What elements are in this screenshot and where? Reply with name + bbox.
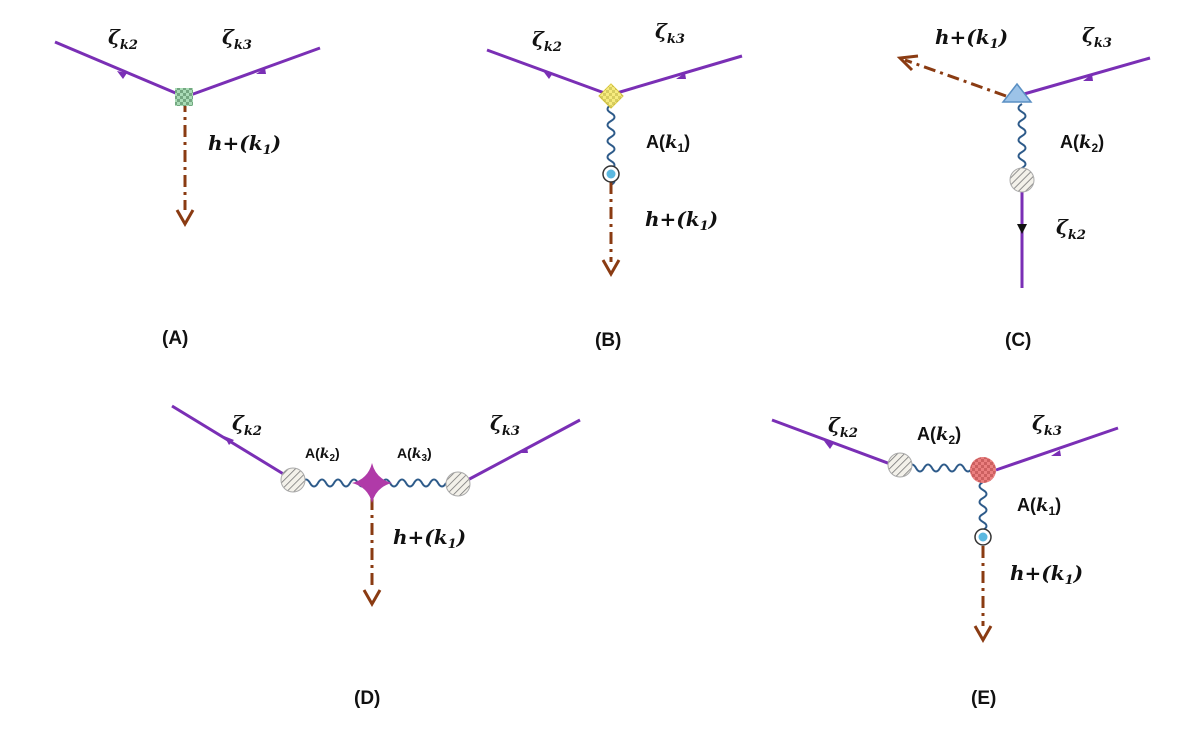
- arrow-head-icon: [224, 436, 234, 445]
- vertex-pattern: [970, 457, 996, 483]
- arrow-head-icon: [824, 441, 834, 449]
- label-zeta-k2: ζk2: [1056, 215, 1086, 243]
- label-h-k1: h+(k1): [645, 207, 718, 234]
- diagram-e: ζk2 ζk3 A(k2) A(k1) h+(k1) (E): [771, 411, 1119, 709]
- label-A-k3: A(k3): [397, 445, 432, 464]
- gauge-spring-k2: [907, 463, 973, 473]
- label-A-k1: A(k1): [1017, 495, 1061, 518]
- graviton-arrow-icon: [362, 589, 382, 608]
- zeta-k2-line: [771, 418, 894, 467]
- caption-d: (D): [354, 688, 380, 709]
- label-h-k1: h+(k1): [393, 525, 466, 552]
- arrow-head-icon: [1017, 224, 1027, 234]
- graviton-arrow-icon: [896, 54, 919, 72]
- source-dot-core: [606, 169, 616, 179]
- label-A-k2: A(k2): [1060, 132, 1104, 155]
- arrow-head-icon: [1083, 74, 1093, 81]
- label-zeta-k3: ζk3: [222, 25, 252, 53]
- arrow-head-icon: [543, 71, 553, 79]
- zeta-k3-line: [184, 46, 321, 99]
- graviton-line: [904, 58, 1007, 98]
- label-zeta-k2: ζk2: [232, 411, 262, 439]
- zeta-k2-line: [54, 40, 186, 99]
- graviton-arrow-icon: [601, 259, 621, 278]
- gauge-spring: [1017, 103, 1027, 177]
- diagram-c: h+(k1) ζk3 A(k2) ζk2 (C): [896, 23, 1151, 351]
- label-h-k1: h+(k1): [208, 131, 281, 158]
- label-zeta-k2: ζk2: [828, 413, 858, 441]
- diagram-b: ζk2 ζk3 A(k1) h+(k1) (B): [486, 19, 743, 351]
- label-zeta-k3: ζk3: [1032, 411, 1062, 439]
- graviton-arrow-icon: [973, 625, 993, 644]
- label-zeta-k2: ζk2: [532, 27, 562, 55]
- hatched-vertex-icon: [280, 467, 306, 493]
- zeta-k3-line: [1016, 56, 1151, 98]
- graviton-arrow-icon: [175, 209, 195, 228]
- label-A-k1: A(k1): [646, 132, 690, 155]
- hatched-vertex-icon: [887, 452, 913, 478]
- vertex-pattern: [175, 88, 193, 106]
- caption-b: (B): [595, 330, 621, 351]
- label-zeta-k3: ζk3: [1082, 23, 1112, 51]
- vertex-icon: [1001, 82, 1033, 103]
- label-A-k2: A(k2): [305, 445, 340, 464]
- caption-a: (A): [162, 328, 188, 349]
- arrow-head-icon: [676, 73, 686, 79]
- label-zeta-k3: ζk3: [490, 411, 520, 439]
- label-A-k2: A(k2): [917, 424, 961, 447]
- diagram-d: ζk2 ζk3 A(k2) A(k3) h+(k1) (D): [171, 404, 581, 709]
- arrow-head-icon: [256, 68, 266, 74]
- vertex-pattern: [599, 84, 623, 108]
- diagram-a: ζk2 ζk3 h+(k1) (A): [54, 25, 321, 349]
- hatched-vertex-icon: [445, 471, 471, 497]
- caption-e: (E): [971, 688, 996, 709]
- arrow-head-icon: [518, 447, 528, 453]
- zeta-k3-line: [995, 426, 1119, 472]
- hatched-vertex-icon: [1009, 167, 1035, 193]
- star-vertex-icon: [352, 463, 392, 503]
- gauge-spring-k3: [381, 478, 447, 488]
- source-dot-core: [978, 532, 988, 542]
- caption-c: (C): [1005, 330, 1031, 351]
- label-h-k1: h+(k1): [935, 25, 1008, 52]
- zeta-k3-line: [609, 54, 743, 97]
- label-zeta-k3: ζk3: [655, 19, 685, 47]
- label-zeta-k2: ζk2: [108, 25, 138, 53]
- gauge-spring-k2: [301, 478, 367, 488]
- label-h-k1: h+(k1): [1010, 561, 1083, 588]
- arrow-head-icon: [1051, 450, 1061, 456]
- arrow-head-icon: [117, 71, 127, 79]
